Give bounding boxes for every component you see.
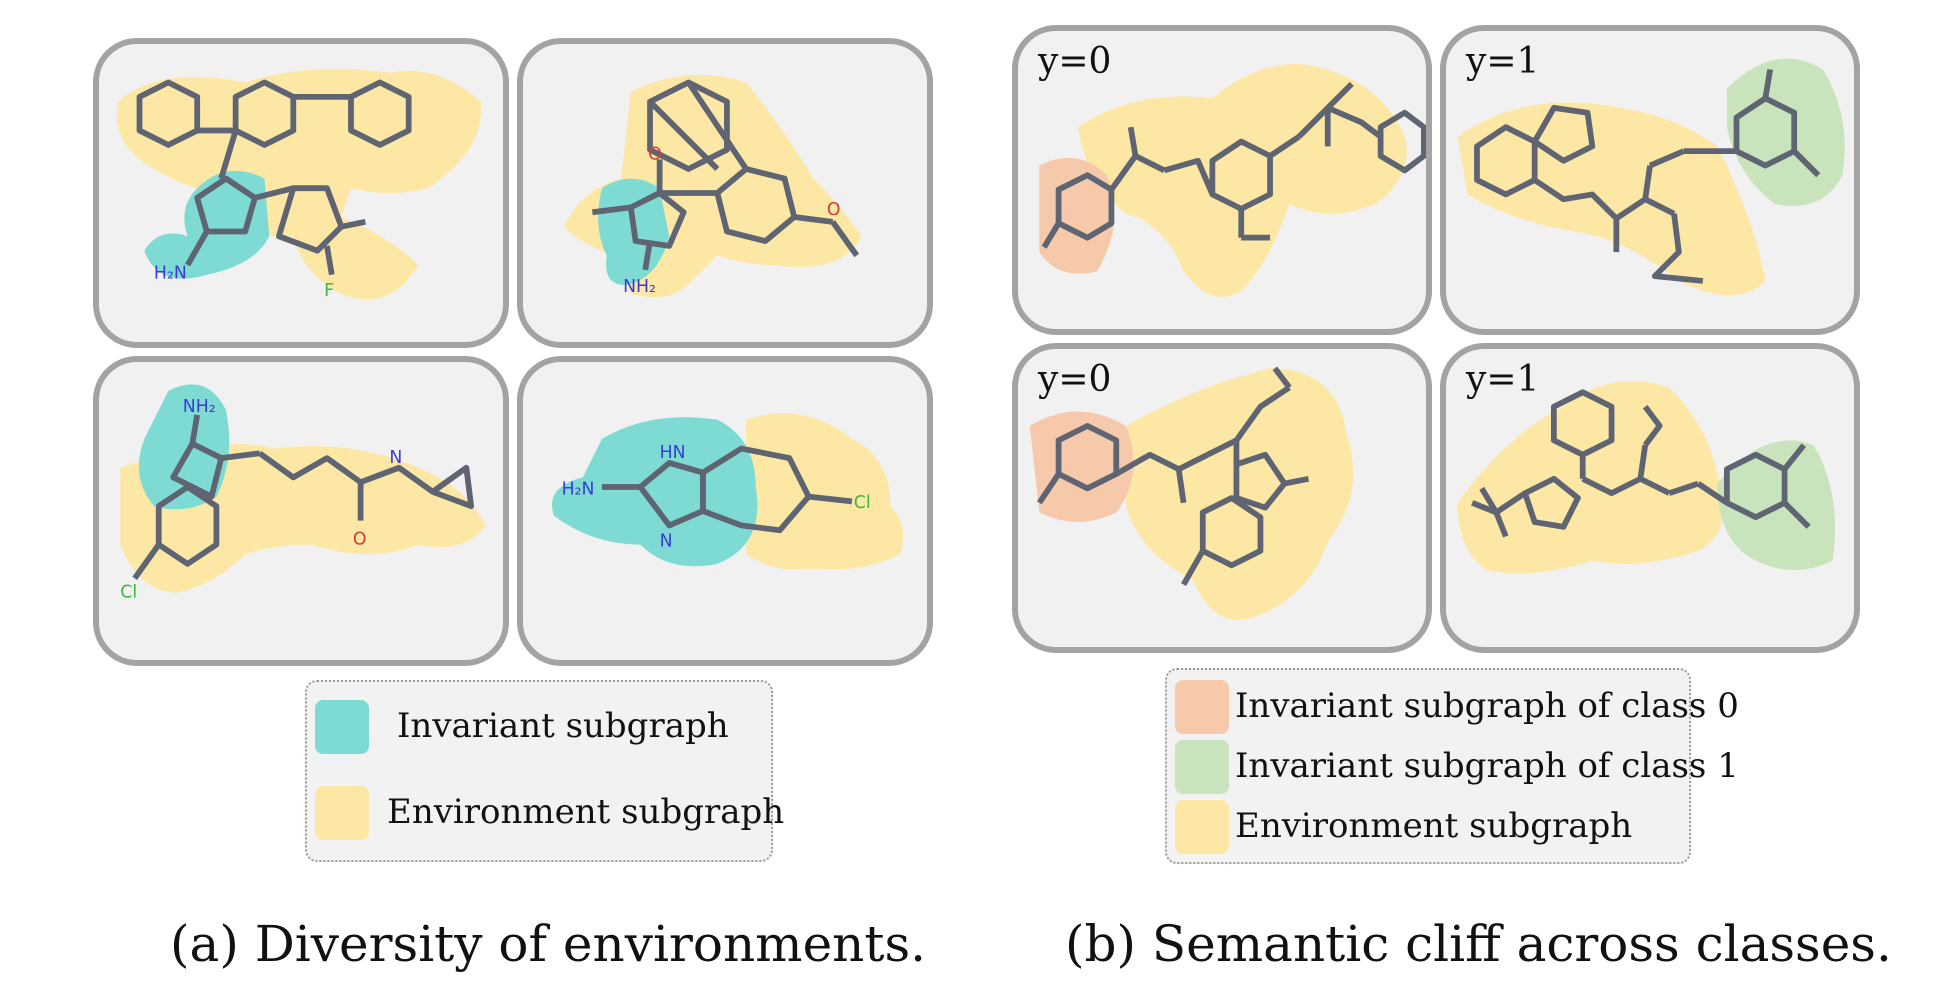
- atom-label: Cl: [120, 583, 137, 603]
- atom-label: N: [389, 448, 402, 468]
- legend-item-environment-right: Environment subgraph: [1167, 800, 1689, 860]
- class-label: y=0: [1038, 41, 1112, 82]
- atom-label: Cl: [854, 493, 871, 513]
- molecule-panel-a4: HN H₂N N Cl: [517, 356, 933, 666]
- caption-b: (b) Semantic cliff across classes.: [1065, 915, 1892, 973]
- molecule-panel-b2: y=1: [1440, 25, 1860, 335]
- legend-item-invariant-class0: Invariant subgraph of class 0: [1167, 680, 1739, 740]
- atom-label: O: [648, 144, 662, 164]
- atom-label: F: [324, 281, 334, 301]
- atom-label: NH₂: [623, 277, 656, 297]
- molecule-panel-a1: H₂N F: [93, 38, 509, 348]
- molecule-a1-drawing: H₂N F: [116, 68, 482, 301]
- molecule-panel-b4: y=1: [1440, 343, 1860, 653]
- legend-right: Invariant subgraph of class 0 Invariant …: [1165, 668, 1739, 864]
- molecule-a3-drawing: NH₂ N O Cl: [120, 384, 486, 603]
- class-label: y=1: [1466, 41, 1540, 82]
- legend-label-invariant-class1: Invariant subgraph of class 1: [1235, 746, 1739, 786]
- legend-item-environment: Environment subgraph: [307, 786, 784, 846]
- molecule-b1-drawing: [1039, 63, 1426, 297]
- legend-label-invariant: Invariant subgraph: [397, 706, 729, 746]
- legend-label-environment-right: Environment subgraph: [1235, 806, 1633, 846]
- legend-item-invariant-class1: Invariant subgraph of class 1: [1167, 740, 1739, 800]
- atom-label: N: [660, 532, 673, 552]
- molecule-panel-b3: y=0: [1012, 343, 1432, 653]
- legend-left: Invariant subgraph Environment subgraph: [305, 680, 784, 862]
- legend-swatch-environment-right: [1175, 800, 1229, 854]
- caption-a: (a) Diversity of environments.: [170, 915, 927, 973]
- atom-label: H₂N: [154, 264, 187, 284]
- molecule-b4-drawing: [1457, 381, 1836, 574]
- molecule-b2-drawing: [1457, 58, 1845, 296]
- molecule-panel-b1: y=0: [1012, 25, 1432, 335]
- molecule-a2-drawing: O NH₂ O: [563, 74, 862, 298]
- legend-item-invariant: Invariant subgraph: [307, 700, 771, 760]
- legend-swatch-invariant-class1: [1175, 740, 1229, 794]
- legend-label-environment: Environment subgraph: [387, 792, 785, 832]
- legend-label-invariant-class0: Invariant subgraph of class 0: [1235, 686, 1739, 726]
- class-label: y=0: [1038, 359, 1112, 400]
- atom-label: H₂N: [562, 480, 595, 500]
- atom-label: NH₂: [183, 397, 216, 417]
- molecule-panel-a2: O NH₂ O: [517, 38, 933, 348]
- molecule-panel-a3: NH₂ N O Cl: [93, 356, 509, 666]
- legend-swatch-invariant-class0: [1175, 680, 1229, 734]
- atom-label: O: [827, 200, 841, 220]
- legend-swatch-environment: [315, 786, 369, 840]
- legend-swatch-invariant: [315, 700, 369, 754]
- molecule-a4-drawing: HN H₂N N Cl: [551, 413, 904, 570]
- molecule-b3-drawing: [1029, 366, 1354, 620]
- atom-label: HN: [660, 443, 686, 463]
- class-label: y=1: [1466, 359, 1540, 400]
- atom-label: O: [353, 530, 367, 550]
